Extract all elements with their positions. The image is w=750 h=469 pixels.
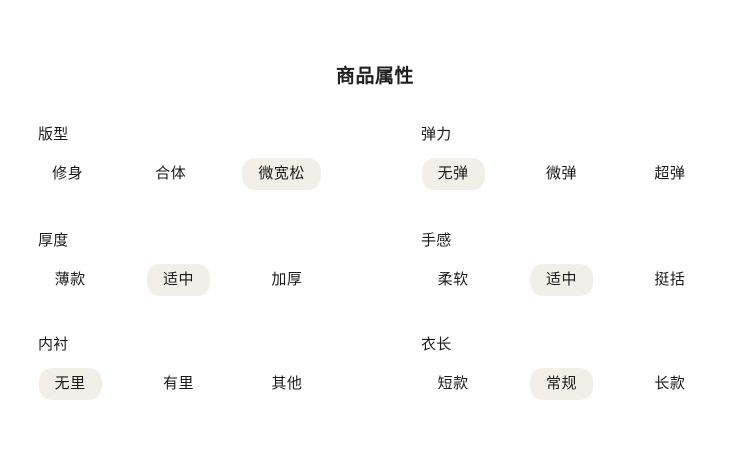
option-length-0[interactable]: 短款 [437, 375, 469, 392]
attribute-label-thickness: 厚度 [38, 232, 69, 249]
option-thickness-0[interactable]: 薄款 [54, 271, 86, 288]
option-elasticity-1[interactable]: 微弹 [545, 165, 577, 182]
option-thickness-1[interactable]: 适中 [146, 264, 210, 296]
option-fit-0[interactable]: 修身 [52, 165, 84, 182]
attribute-options-thickness: 薄款 适中 加厚 [14, 264, 343, 296]
option-lining-2[interactable]: 其他 [271, 375, 303, 392]
attribute-group-handfeel: 手感 柔软 适中 挺括 [397, 190, 726, 296]
attribute-label-elasticity: 弹力 [421, 126, 452, 143]
option-lining-1[interactable]: 有里 [162, 375, 194, 392]
option-length-2[interactable]: 长款 [654, 375, 686, 392]
option-handfeel-0[interactable]: 柔软 [437, 271, 469, 288]
attribute-options-elasticity: 无弹 微弹 超弹 [397, 158, 726, 190]
option-lining-0[interactable]: 无里 [38, 368, 102, 400]
attribute-label-length: 衣长 [421, 336, 452, 353]
attribute-group-fit: 版型 修身 合体 微宽松 [14, 124, 343, 190]
attribute-label-lining: 内衬 [38, 336, 69, 353]
page-title: 商品属性 [335, 66, 414, 87]
option-elasticity-2[interactable]: 超弹 [654, 165, 686, 182]
attribute-label-fit: 版型 [38, 126, 69, 143]
attribute-group-lining: 内衬 无里 有里 其他 [14, 296, 343, 400]
option-fit-2[interactable]: 微宽松 [242, 158, 321, 190]
option-handfeel-2[interactable]: 挺括 [654, 271, 686, 288]
attribute-group-thickness: 厚度 薄款 适中 加厚 [14, 190, 343, 296]
attribute-options-length: 短款 常规 长款 [397, 368, 726, 400]
option-handfeel-1[interactable]: 适中 [529, 264, 593, 296]
attribute-options-fit: 修身 合体 微宽松 [14, 158, 343, 190]
attribute-group-length: 衣长 短款 常规 长款 [397, 296, 726, 400]
attribute-label-handfeel: 手感 [421, 232, 452, 249]
attribute-options-lining: 无里 有里 其他 [14, 368, 343, 400]
option-elasticity-0[interactable]: 无弹 [421, 158, 485, 190]
option-thickness-2[interactable]: 加厚 [271, 271, 303, 288]
attribute-options-handfeel: 柔软 适中 挺括 [397, 264, 726, 296]
option-length-1[interactable]: 常规 [529, 368, 593, 400]
attribute-group-elasticity: 弹力 无弹 微弹 超弹 [397, 124, 726, 190]
option-fit-1[interactable]: 合体 [155, 165, 187, 182]
attribute-groups-grid: 版型 修身 合体 微宽松 弹力 无弹 微弹 超弹 厚度 薄款 适中 加厚 [0, 124, 750, 400]
